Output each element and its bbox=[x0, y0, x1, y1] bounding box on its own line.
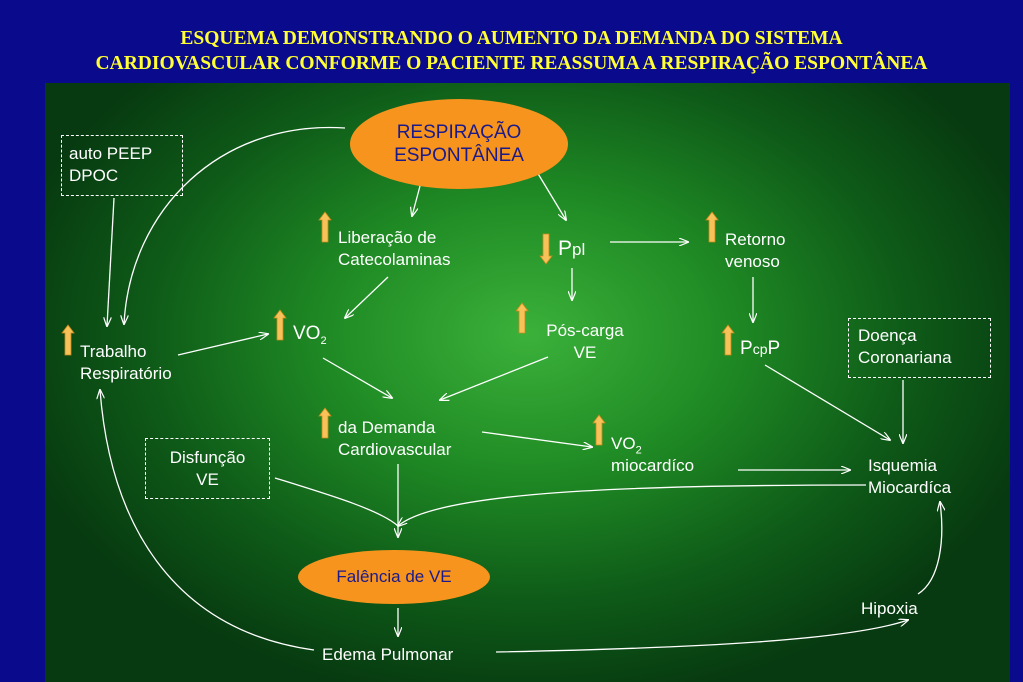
node-trabalho-respiratorio: Trabalho Respiratório bbox=[80, 341, 172, 385]
up-arrow-icon-demanda bbox=[318, 407, 332, 439]
node-demanda-cardiovascular: da Demanda Cardiovascular bbox=[338, 417, 451, 461]
ppl-main: P bbox=[558, 237, 573, 260]
node-auto-peep-box bbox=[61, 135, 183, 196]
node-falencia-ve: Falência de VE bbox=[298, 550, 490, 604]
peep-line-2: DPOC bbox=[69, 166, 119, 185]
arrow-resp-to-trabalho bbox=[124, 126, 346, 324]
edema-label: Edema Pulmonar bbox=[322, 645, 454, 664]
node-edema-pulmonar: Edema Pulmonar bbox=[322, 644, 453, 666]
arrow-disfuncao-to-falencia bbox=[274, 477, 399, 527]
arrow-pcpp-to-isquemia bbox=[764, 364, 890, 440]
vo2m-line-2: miocardíco bbox=[611, 456, 695, 475]
page-title: ESQUEMA DEMONSTRANDO O AUMENTO DA DEMAND… bbox=[0, 26, 1023, 76]
node-disfuncao-box bbox=[145, 438, 270, 499]
catecol-line-1: Liberação de bbox=[338, 228, 437, 247]
poscarga-line-1: Pós-carga bbox=[546, 321, 624, 340]
arrow-demanda-to-vo2m bbox=[481, 431, 592, 447]
up-arrow-icon-vo2 bbox=[273, 309, 287, 341]
diagram-panel bbox=[45, 83, 1010, 682]
vo2-sub: 2 bbox=[320, 334, 327, 347]
node-vo2-miocardico: VO2 miocardíco bbox=[611, 433, 694, 477]
arrow-catecol-to-vo2 bbox=[345, 276, 389, 318]
node-pos-carga: Pós-carga VE bbox=[527, 320, 643, 364]
arrow-edema-to-hipoxia bbox=[495, 620, 908, 653]
node-hipoxia: Hipoxia bbox=[861, 598, 918, 620]
arrow-peep-to-trabalho bbox=[107, 197, 115, 326]
up-arrow-icon-pcpp bbox=[721, 324, 735, 356]
disfuncao-line-1: Disfunção bbox=[169, 448, 246, 467]
vo2m-sub: 2 bbox=[635, 444, 642, 457]
resp-line-2: ESPONTÂNEA bbox=[394, 145, 524, 166]
poscarga-line-2: VE bbox=[573, 343, 597, 362]
vo2-main: VO bbox=[293, 323, 321, 344]
arrow-resp-to-ppl bbox=[536, 171, 566, 220]
trabalho-line-2: Respiratório bbox=[80, 364, 172, 383]
arrow-hipoxia-to-isquemia bbox=[917, 502, 942, 595]
node-isquemia-miocardica: Isquemia Miocardíca bbox=[868, 455, 951, 499]
retorno-line-1: Retorno bbox=[725, 230, 786, 249]
node-disfuncao-ve: Disfunção VE bbox=[145, 447, 270, 491]
arrow-trabalho-to-vo2 bbox=[177, 334, 268, 356]
demanda-line-1: da Demanda bbox=[338, 418, 436, 437]
trabalho-line-1: Trabalho bbox=[80, 342, 147, 361]
down-arrow-icon-ppl bbox=[539, 233, 553, 265]
pcpp-sub: cp bbox=[752, 341, 768, 357]
node-ppl: Ppl bbox=[558, 238, 585, 261]
node-doenca-box bbox=[848, 318, 991, 378]
disfuncao-line-2: VE bbox=[196, 470, 219, 489]
pcpp-p2: P bbox=[767, 338, 781, 359]
arrow-isquemia-to-falencia bbox=[398, 484, 867, 526]
up-arrow-icon-vo2m bbox=[592, 414, 606, 446]
arrow-poscarga-to-demanda bbox=[440, 356, 549, 400]
retorno-line-2: venoso bbox=[725, 252, 780, 271]
catecol-line-2: Catecolaminas bbox=[338, 250, 451, 269]
title-line-1: ESQUEMA DEMONSTRANDO O AUMENTO DA DEMAND… bbox=[180, 28, 843, 49]
arrow-resp-to-catecol bbox=[412, 185, 421, 216]
hipoxia-label: Hipoxia bbox=[861, 599, 918, 618]
isquemia-line-1: Isquemia bbox=[868, 456, 937, 475]
up-arrow-icon-retorno bbox=[705, 211, 719, 243]
node-doenca-coronariana: Doença Coronariana bbox=[858, 325, 952, 369]
node-retorno-venoso: Retorno venoso bbox=[725, 229, 785, 273]
node-catecolaminas: Liberação de Catecolaminas bbox=[338, 227, 450, 271]
node-auto-peep: auto PEEP DPOC bbox=[69, 143, 152, 187]
up-arrow-icon-trabalho bbox=[61, 324, 75, 356]
doenca-line-2: Coronariana bbox=[858, 348, 952, 367]
node-vo2: VO2 bbox=[293, 323, 327, 347]
peep-line-1: auto PEEP bbox=[69, 144, 153, 163]
up-arrow-icon-catecol bbox=[318, 211, 332, 243]
node-pcpp: PcpP bbox=[740, 338, 780, 360]
arrow-edema-to-trabalho bbox=[100, 390, 315, 651]
title-line-2: CARDIOVASCULAR CONFORME O PACIENTE REASS… bbox=[95, 53, 928, 74]
falencia-label: Falência de VE bbox=[336, 567, 452, 586]
node-respiracao-espontanea: RESPIRAÇÃO ESPONTÂNEA bbox=[350, 99, 568, 189]
resp-line-1: RESPIRAÇÃO bbox=[396, 122, 522, 143]
isquemia-line-2: Miocardíca bbox=[868, 478, 952, 497]
arrow-vo2-to-demanda bbox=[322, 357, 392, 398]
demanda-line-2: Cardiovascular bbox=[338, 440, 452, 459]
doenca-line-1: Doença bbox=[858, 326, 917, 345]
ppl-sub: pl bbox=[572, 240, 586, 259]
vo2m-main: VO bbox=[611, 434, 636, 453]
pcpp-p1: P bbox=[740, 338, 753, 359]
